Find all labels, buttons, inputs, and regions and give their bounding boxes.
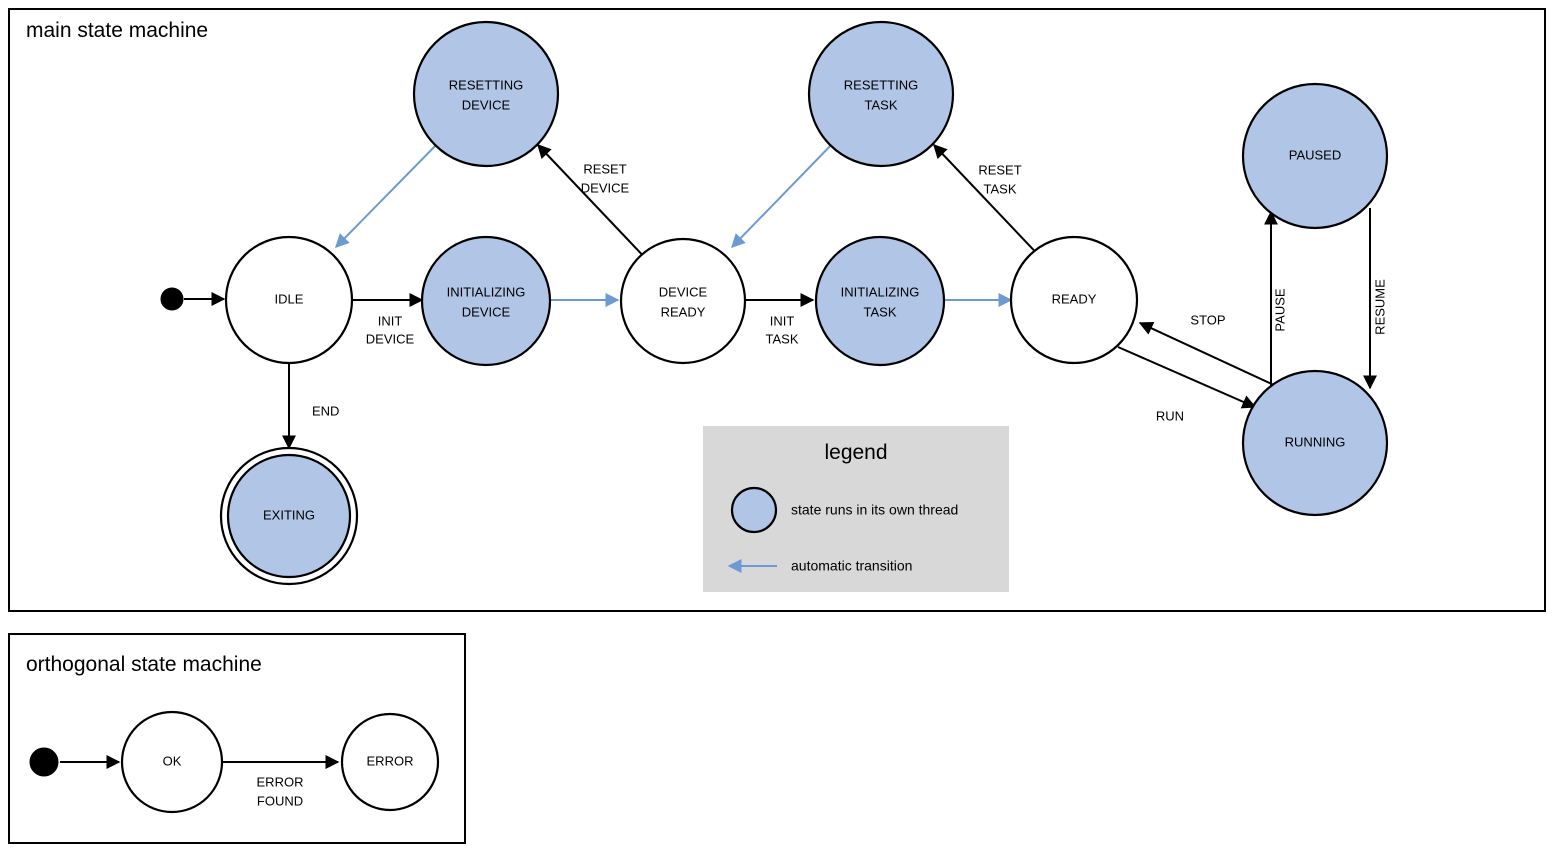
transition-orthogonal-ok-error: ERROR FOUND <box>223 755 340 808</box>
state-resetting-task-label-line1: RESETTING <box>844 77 918 92</box>
state-ready-label: READY <box>1052 291 1097 306</box>
transition-resetting-task-device-ready <box>731 139 837 249</box>
transition-label-reset-device-line2: DEVICE <box>581 180 630 195</box>
transition-idle-init-device: INIT DEVICE <box>352 293 424 346</box>
transition-device-ready-init-task: INIT TASK <box>745 293 815 346</box>
transition-label-reset-device-line1: RESET <box>583 161 626 176</box>
state-error-label: ERROR <box>367 753 414 768</box>
state-device-ready-label-line2: READY <box>661 304 706 319</box>
legend-title: legend <box>824 441 887 464</box>
transition-label-end: END <box>312 403 339 418</box>
state-ok-label: OK <box>163 753 182 768</box>
state-running[interactable]: RUNNING <box>1241 369 1389 517</box>
transition-label-init-task-line1: INIT <box>770 313 795 328</box>
state-initializing-device-label-line1: INITIALIZING <box>447 284 526 299</box>
transition-resetting-device-idle <box>335 139 442 248</box>
state-exiting-label: EXITING <box>263 507 315 522</box>
state-idle-label: IDLE <box>275 291 304 306</box>
state-running-label: RUNNING <box>1285 434 1346 449</box>
state-error[interactable]: ERROR <box>340 712 440 812</box>
state-idle[interactable]: IDLE <box>224 235 354 365</box>
legend-item-auto-transition: automatic transition <box>727 558 912 574</box>
transition-running-pause: PAUSE <box>1264 210 1287 395</box>
initial-state-dot-orthogonal <box>29 747 59 777</box>
transition-running-stop: STOP <box>1138 312 1277 387</box>
state-resetting-device[interactable]: RESETTING DEVICE <box>412 20 560 168</box>
legend-item-auto-transition-label: automatic transition <box>791 558 912 574</box>
transition-label-run: RUN <box>1156 408 1184 423</box>
transition-label-init-task-line2: TASK <box>766 331 799 346</box>
state-resetting-device-label-line1: RESETTING <box>449 77 523 92</box>
legend-thread-state-circle-icon <box>730 486 778 534</box>
state-paused[interactable]: PAUSED <box>1241 82 1389 230</box>
transition-label-error-found-line1: ERROR <box>257 774 304 789</box>
transition-label-resume: RESUME <box>1372 279 1387 335</box>
state-resetting-task-label-line2: TASK <box>865 97 898 112</box>
transition-label-stop: STOP <box>1190 312 1225 327</box>
state-initializing-task-label-line2: TASK <box>864 304 897 319</box>
transition-label-error-found-line2: FOUND <box>257 793 303 808</box>
legend-item-thread-state: state runs in its own thread <box>730 486 958 534</box>
state-exiting[interactable]: EXITING <box>219 446 359 586</box>
state-ready[interactable]: READY <box>1009 235 1139 365</box>
state-device-ready-label-line1: DEVICE <box>659 284 708 299</box>
transition-ready-reset-task: RESET TASK <box>933 143 1047 264</box>
state-resetting-device-label-line2: DEVICE <box>462 97 511 112</box>
transition-label-reset-task-line2: TASK <box>984 181 1017 196</box>
state-initializing-task[interactable]: INITIALIZING TASK <box>814 235 946 367</box>
transition-idle-end: END <box>282 363 339 450</box>
transition-device-ready-reset-device: RESET DEVICE <box>537 143 651 264</box>
transition-label-reset-task-line1: RESET <box>978 162 1021 177</box>
transition-paused-resume: RESUME <box>1363 208 1387 390</box>
state-ok[interactable]: OK <box>120 710 224 814</box>
state-device-ready[interactable]: DEVICE READY <box>619 237 747 365</box>
transition-ready-run: RUN <box>1117 346 1257 423</box>
state-initializing-task-label-line1: INITIALIZING <box>841 284 920 299</box>
legend: legend state runs in its own thread auto… <box>703 426 1009 592</box>
state-resetting-task[interactable]: RESETTING TASK <box>807 20 955 168</box>
orthogonal-state-machine-title: orthogonal state machine <box>26 653 262 676</box>
state-initializing-device-label-line2: DEVICE <box>462 304 511 319</box>
transition-label-init-device-line2: DEVICE <box>366 331 415 346</box>
initial-state-dot-main <box>160 287 184 311</box>
state-initializing-device[interactable]: INITIALIZING DEVICE <box>420 235 552 367</box>
main-state-machine-title: main state machine <box>26 19 208 42</box>
legend-item-thread-state-label: state runs in its own thread <box>791 502 958 518</box>
transition-label-init-device-line1: INIT <box>378 313 403 328</box>
state-paused-label: PAUSED <box>1289 147 1342 162</box>
transition-label-pause: PAUSE <box>1272 288 1287 331</box>
